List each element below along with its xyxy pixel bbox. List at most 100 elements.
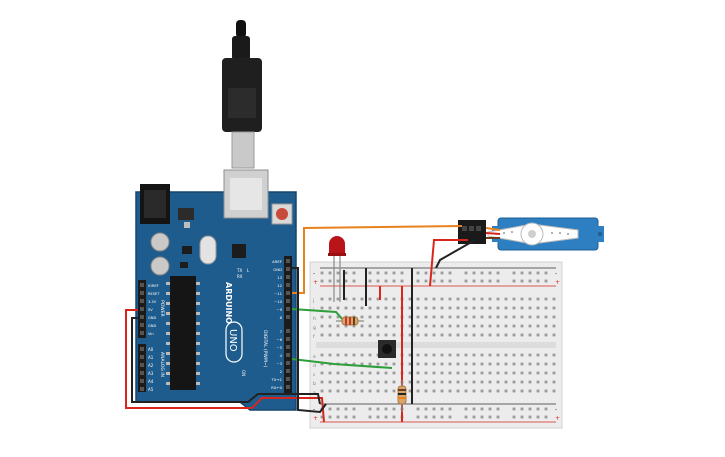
breadboard-hole (424, 362, 428, 366)
digital-header (284, 256, 292, 394)
breadboard-hole (552, 380, 556, 384)
breadboard-hole (376, 380, 380, 384)
breadboard-hole (520, 362, 524, 366)
breadboard-hole (392, 380, 396, 384)
rail-hole (528, 407, 532, 411)
rail-hole (520, 415, 524, 419)
rail-hole (464, 407, 468, 411)
breadboard-hole (496, 353, 500, 357)
breadboard-hole (424, 306, 428, 310)
breadboard-hole (528, 333, 532, 337)
rail-hole (464, 271, 468, 275)
breadboard-hole (432, 333, 436, 337)
breadboard-hole (408, 333, 412, 337)
breadboard-hole (496, 333, 500, 337)
breadboard-hole (416, 353, 420, 357)
breadboard-hole (472, 353, 476, 357)
digital-label: DIGITAL (PWM~) (262, 330, 268, 368)
breadboard-hole (408, 371, 412, 375)
rail-hole (472, 279, 476, 283)
breadboard-hole (544, 353, 548, 357)
breadboard-hole (488, 324, 492, 328)
rail-hole (352, 407, 356, 411)
rail-hole (384, 271, 388, 275)
breadboard-hole (440, 306, 444, 310)
breadboard-hole (368, 333, 372, 337)
rail-hole (496, 271, 500, 275)
breadboard-hole (360, 380, 364, 384)
breadboard-hole (368, 362, 372, 366)
breadboard-hole (488, 333, 492, 337)
breadboard-hole (536, 333, 540, 337)
breadboard-hole (544, 362, 548, 366)
breadboard-hole (464, 380, 468, 384)
breadboard-hole (528, 324, 532, 328)
breadboard-hole (528, 371, 532, 375)
breadboard-hole (456, 371, 460, 375)
rail-bottom-minus-label: - (313, 406, 315, 413)
breadboard-hole (528, 353, 532, 357)
breadboard-hole (520, 315, 524, 319)
rail-hole (432, 415, 436, 419)
breadboard-hole (504, 389, 508, 393)
breadboard-hole (552, 389, 556, 393)
usb-strain-relief (232, 36, 250, 60)
breadboard-hole (552, 315, 556, 319)
breadboard-hole (360, 306, 364, 310)
rail-hole (496, 279, 500, 283)
breadboard-hole (352, 297, 356, 301)
breadboard-hole (464, 324, 468, 328)
breadboard-hole (440, 324, 444, 328)
reset-button (276, 208, 288, 220)
breadboard-hole (528, 306, 532, 310)
breadboard-hole (488, 380, 492, 384)
row-label-c: c (313, 373, 316, 378)
breadboard-hole (344, 380, 348, 384)
breadboard-hole (408, 389, 412, 393)
breadboard-hole (544, 371, 548, 375)
breadboard-hole (448, 306, 452, 310)
pin-6: ~6 (276, 337, 282, 342)
pin-a5: A5 (148, 387, 154, 392)
breadboard-hole (496, 324, 500, 328)
rail-hole (424, 407, 428, 411)
breadboard-hole (352, 371, 356, 375)
atmega-pins (166, 282, 200, 385)
breadboard-hole (384, 315, 388, 319)
breadboard-hole (432, 306, 436, 310)
breadboard-hole (472, 306, 476, 310)
usb-cable-cord (236, 20, 246, 38)
rail-hole (424, 271, 428, 275)
breadboard-hole (336, 306, 340, 310)
breadboard-hole (472, 297, 476, 301)
rail-hole (536, 279, 540, 283)
rail-hole (344, 279, 348, 283)
breadboard-hole (512, 333, 516, 337)
usb-plug-grip (228, 88, 256, 118)
breadboard-hole (536, 324, 540, 328)
breadboard-hole (456, 324, 460, 328)
servo-connector-pins (462, 226, 481, 231)
rail-hole (512, 415, 516, 419)
breadboard-hole (488, 306, 492, 310)
breadboard-hole (552, 353, 556, 357)
breadboard-hole (552, 297, 556, 301)
breadboard-hole (512, 315, 516, 319)
led-body (329, 236, 345, 254)
breadboard-hole (456, 362, 460, 366)
breadboard-hole (336, 353, 340, 357)
usb-b-socket-inner (230, 178, 262, 210)
rail-hole (480, 415, 484, 419)
rail-hole (328, 271, 332, 275)
breadboard-hole (496, 306, 500, 310)
breadboard-hole (552, 333, 556, 337)
rail-hole (512, 271, 516, 275)
breadboard-hole (456, 297, 460, 301)
breadboard-hole (320, 297, 324, 301)
rail-hole (376, 271, 380, 275)
breadboard-hole (352, 306, 356, 310)
l-led-label: L (247, 268, 250, 273)
breadboard-hole (336, 389, 340, 393)
breadboard-hole (440, 353, 444, 357)
breadboard-hole (496, 389, 500, 393)
